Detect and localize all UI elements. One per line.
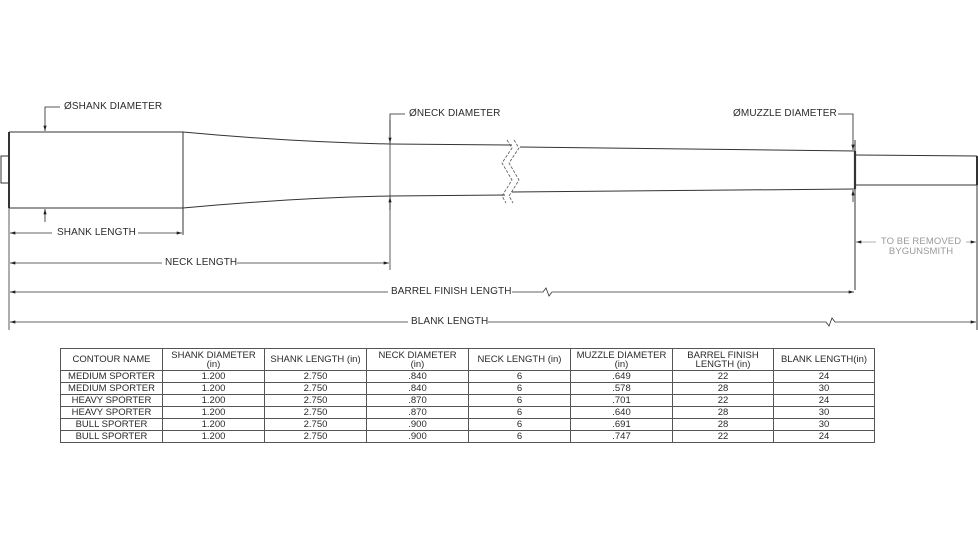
header-neck-diameter: NECK DIAMETER(in) — [366, 348, 469, 371]
shank-length-dimension: SHANK LENGTH — [57, 227, 136, 239]
neck-length-dimension: NECK LENGTH — [165, 257, 238, 269]
contour-spec-table: CONTOUR NAME SHANK DIAMETER(in) SHANK LE… — [60, 348, 875, 443]
diameter-symbol-icon: Ø — [64, 101, 72, 112]
muzzle-diameter-callout: ØMUZZLE DIAMETER — [733, 108, 837, 119]
to-be-removed-note: TO BE REMOVED BYGUNSMITH — [876, 237, 966, 257]
header-blank-length: BLANK LENGTH(in) — [773, 348, 875, 371]
breech-tenon — [0, 155, 10, 184]
blank-length-dimension: BLANK LENGTH — [411, 316, 489, 328]
diameter-symbol-icon: Ø — [733, 108, 741, 119]
barrel-contour-drawing — [0, 106, 978, 330]
header-neck-length: NECK LENGTH (in) — [468, 348, 571, 371]
header-contour-name: CONTOUR NAME — [60, 348, 163, 371]
break-symbol — [501, 139, 520, 204]
neck-diameter-callout: ØNECK DIAMETER — [409, 108, 501, 119]
header-shank-length: SHANK LENGTH (in) — [264, 348, 367, 371]
barrel-finish-length-dimension: BARREL FINISH LENGTH — [391, 286, 512, 298]
table-header-row: CONTOUR NAME SHANK DIAMETER(in) SHANK LE… — [60, 348, 875, 371]
shank-diameter-callout: ØSHANK DIAMETER — [64, 101, 163, 112]
header-shank-diameter: SHANK DIAMETER(in) — [162, 348, 265, 371]
header-muzzle-diameter: MUZZLE DIAMETER(in) — [570, 348, 673, 371]
diameter-symbol-icon: Ø — [409, 108, 417, 119]
